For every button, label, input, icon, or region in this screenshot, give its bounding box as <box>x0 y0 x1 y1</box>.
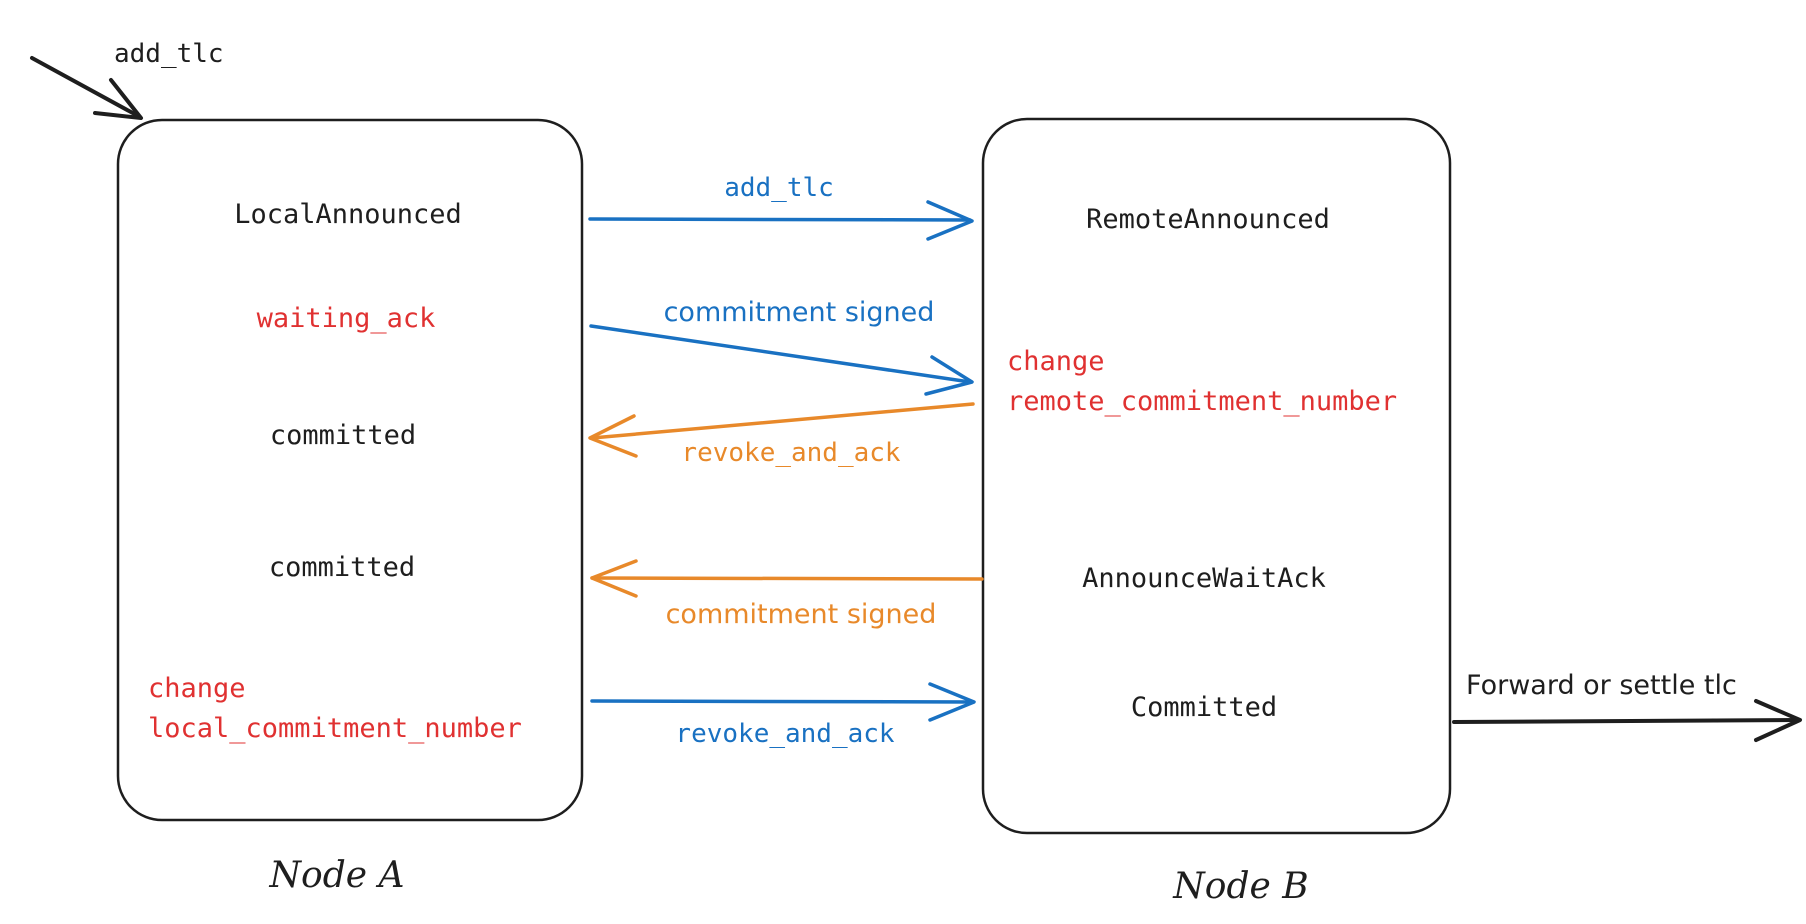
arrow-commitment-signed-a-to-b <box>589 324 974 396</box>
msg-commitment-signed-b-to-a: commitment signed <box>666 599 937 630</box>
node-a-caption: Node A <box>269 855 405 896</box>
exit-arrow <box>1452 699 1802 742</box>
arrow-add-tlc <box>588 200 974 241</box>
state-waiting-ack: waiting_ack <box>257 303 436 334</box>
state-change-remote-2: remote_commitment_number <box>1007 386 1397 417</box>
arrow-revoke-and-ack-a-to-b <box>590 682 976 722</box>
arrow-revoke-and-ack-b-to-a <box>588 402 975 458</box>
node-a-box <box>116 118 584 822</box>
msg-commitment-signed-a-to-b: commitment signed <box>664 297 935 328</box>
state-local-announced: LocalAnnounced <box>234 199 462 230</box>
state-announce-wait-ack: AnnounceWaitAck <box>1082 563 1326 594</box>
msg-revoke-and-ack-b-to-a: revoke_and_ack <box>681 438 900 468</box>
entry-label: add_tlc <box>114 39 224 69</box>
arrow-commitment-signed-b-to-a <box>590 559 984 598</box>
state-change-remote-1: change <box>1007 346 1105 377</box>
exit-label: Forward or settle tlc <box>1466 670 1737 701</box>
state-committed-1: committed <box>270 420 416 451</box>
state-remote-announced: RemoteAnnounced <box>1086 204 1330 235</box>
state-change-local-2: local_commitment_number <box>148 713 522 744</box>
state-committed-b: Committed <box>1131 692 1277 723</box>
entry-arrow <box>30 56 143 120</box>
node-b-box <box>981 117 1452 835</box>
msg-revoke-and-ack-a-to-b: revoke_and_ack <box>675 719 894 749</box>
state-change-local-1: change <box>148 673 246 704</box>
node-b-caption: Node B <box>1172 866 1308 907</box>
state-committed-2: committed <box>269 552 415 583</box>
msg-add-tlc: add_tlc <box>724 173 834 203</box>
